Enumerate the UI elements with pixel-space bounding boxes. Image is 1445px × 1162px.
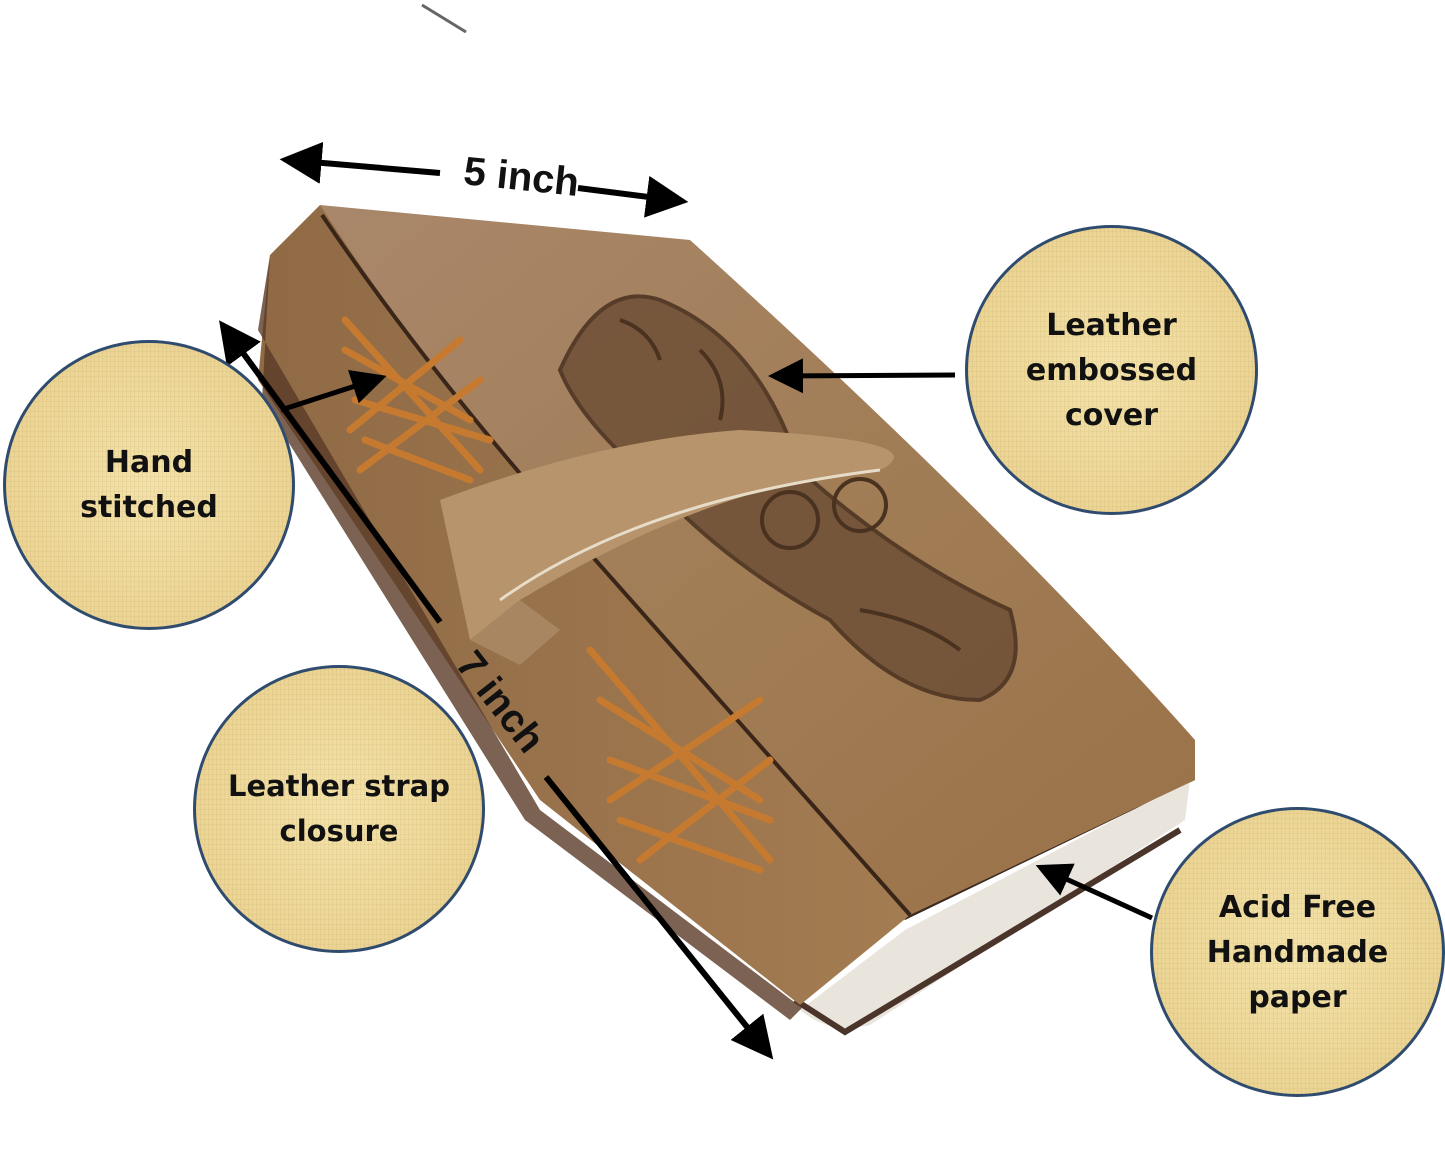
callout-text-line: stitched: [80, 490, 218, 525]
callout-hand-stitched: Hand stitched: [3, 340, 295, 630]
stray-mark: [421, 3, 467, 34]
callout-text-line: Leather: [1046, 307, 1177, 343]
height-arrow-up: [219, 320, 443, 624]
callout-text-line: Hand: [104, 445, 194, 480]
callout-acid-free-paper: Acid Free Handmade paper: [1150, 807, 1445, 1097]
paper-pointer: [1035, 863, 1154, 921]
cover-pointer: [768, 358, 956, 394]
hand-stitched-pointer: [280, 369, 387, 413]
callout-text-line: Acid Free: [1218, 889, 1377, 925]
callout-text-line: closure: [279, 814, 399, 848]
back-cover-edge: [793, 827, 1182, 1036]
callout-text-line: cover: [1064, 397, 1159, 433]
stitching-lower: [586, 646, 774, 874]
callout-strap-closure: Leather strap closure: [193, 665, 485, 953]
callout-text-line: embossed: [1025, 352, 1198, 388]
callout-text-line: Handmade: [1206, 934, 1389, 970]
height-arrow-down: [543, 775, 774, 1060]
callout-text-line: Leather strap: [227, 769, 451, 803]
leather-strap: [440, 430, 894, 640]
callout-embossed-cover: Leather embossed cover: [965, 225, 1258, 515]
width-arrow-right: [577, 175, 689, 218]
paper-block: [800, 780, 1190, 1028]
stitching-upper: [341, 316, 494, 484]
strap-edge: [499, 468, 881, 602]
width-label: 5 inch: [462, 149, 582, 205]
width-arrow-left: [279, 141, 441, 184]
callout-text-line: paper: [1248, 979, 1347, 1015]
strap-tail: [470, 600, 560, 665]
